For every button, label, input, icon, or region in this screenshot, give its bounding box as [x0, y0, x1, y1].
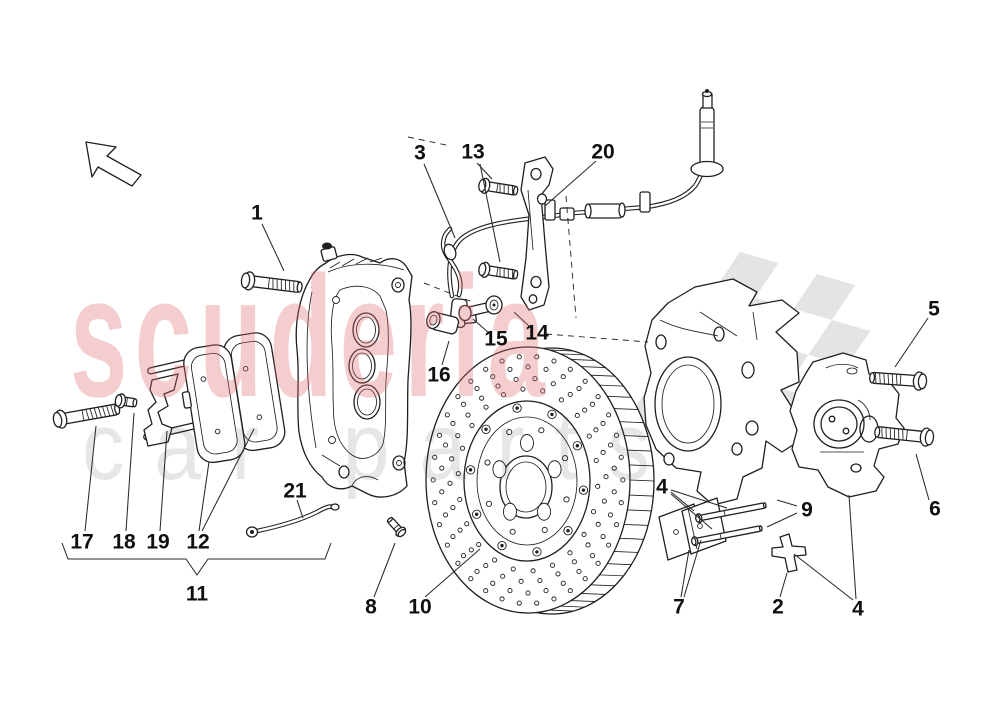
- bolts-layer: [52, 177, 935, 547]
- pad-spring-clip: [771, 533, 807, 573]
- callout-16: 16: [427, 363, 451, 387]
- callout-6: 6: [929, 497, 941, 521]
- front-pads-group: [143, 332, 286, 464]
- callout-21: 21: [283, 479, 307, 503]
- callout-20: 20: [591, 140, 615, 164]
- callout-11: 11: [185, 582, 209, 606]
- callout-4a: 4: [656, 475, 668, 499]
- callout-13: 13: [461, 140, 485, 164]
- callout-2: 2: [772, 595, 784, 619]
- pipe-clamp: [639, 191, 651, 213]
- callout-14: 14: [525, 321, 549, 345]
- hose-bracket: [520, 156, 554, 311]
- callout-9: 9: [801, 498, 813, 522]
- callout-7: 7: [673, 595, 685, 619]
- callout-19: 19: [146, 530, 170, 554]
- brake-pipe-and-hose: [447, 89, 724, 311]
- bleed-pipe: [245, 503, 340, 538]
- pipe-union: [587, 203, 623, 219]
- callout-5: 5: [928, 297, 940, 321]
- pad-retainer-spring: [143, 373, 179, 447]
- front-caliper: [295, 242, 413, 498]
- callout-10: 10: [408, 595, 432, 619]
- callout-3: 3: [414, 141, 426, 165]
- callout-12: 12: [186, 530, 210, 554]
- leader-lines: [61, 136, 930, 601]
- disc-drill-pattern: [430, 349, 655, 612]
- group-bracket-11: [61, 542, 332, 576]
- rear-pads: [658, 497, 727, 561]
- callout-4b: 4: [852, 597, 864, 621]
- brake-pad-inner: [181, 344, 246, 464]
- callout-17: 17: [70, 530, 94, 554]
- callout-8: 8: [365, 595, 377, 619]
- callout-15: 15: [484, 327, 508, 351]
- brake-hose-fitting: [699, 106, 715, 170]
- hub-carrier: [643, 278, 800, 506]
- callout-18: 18: [112, 530, 136, 554]
- callout-1: 1: [251, 201, 263, 225]
- brake-disc: [425, 346, 655, 615]
- direction-arrow-icon: [85, 141, 142, 187]
- pipe-clamp: [544, 199, 556, 221]
- abs-sensor: [426, 226, 503, 335]
